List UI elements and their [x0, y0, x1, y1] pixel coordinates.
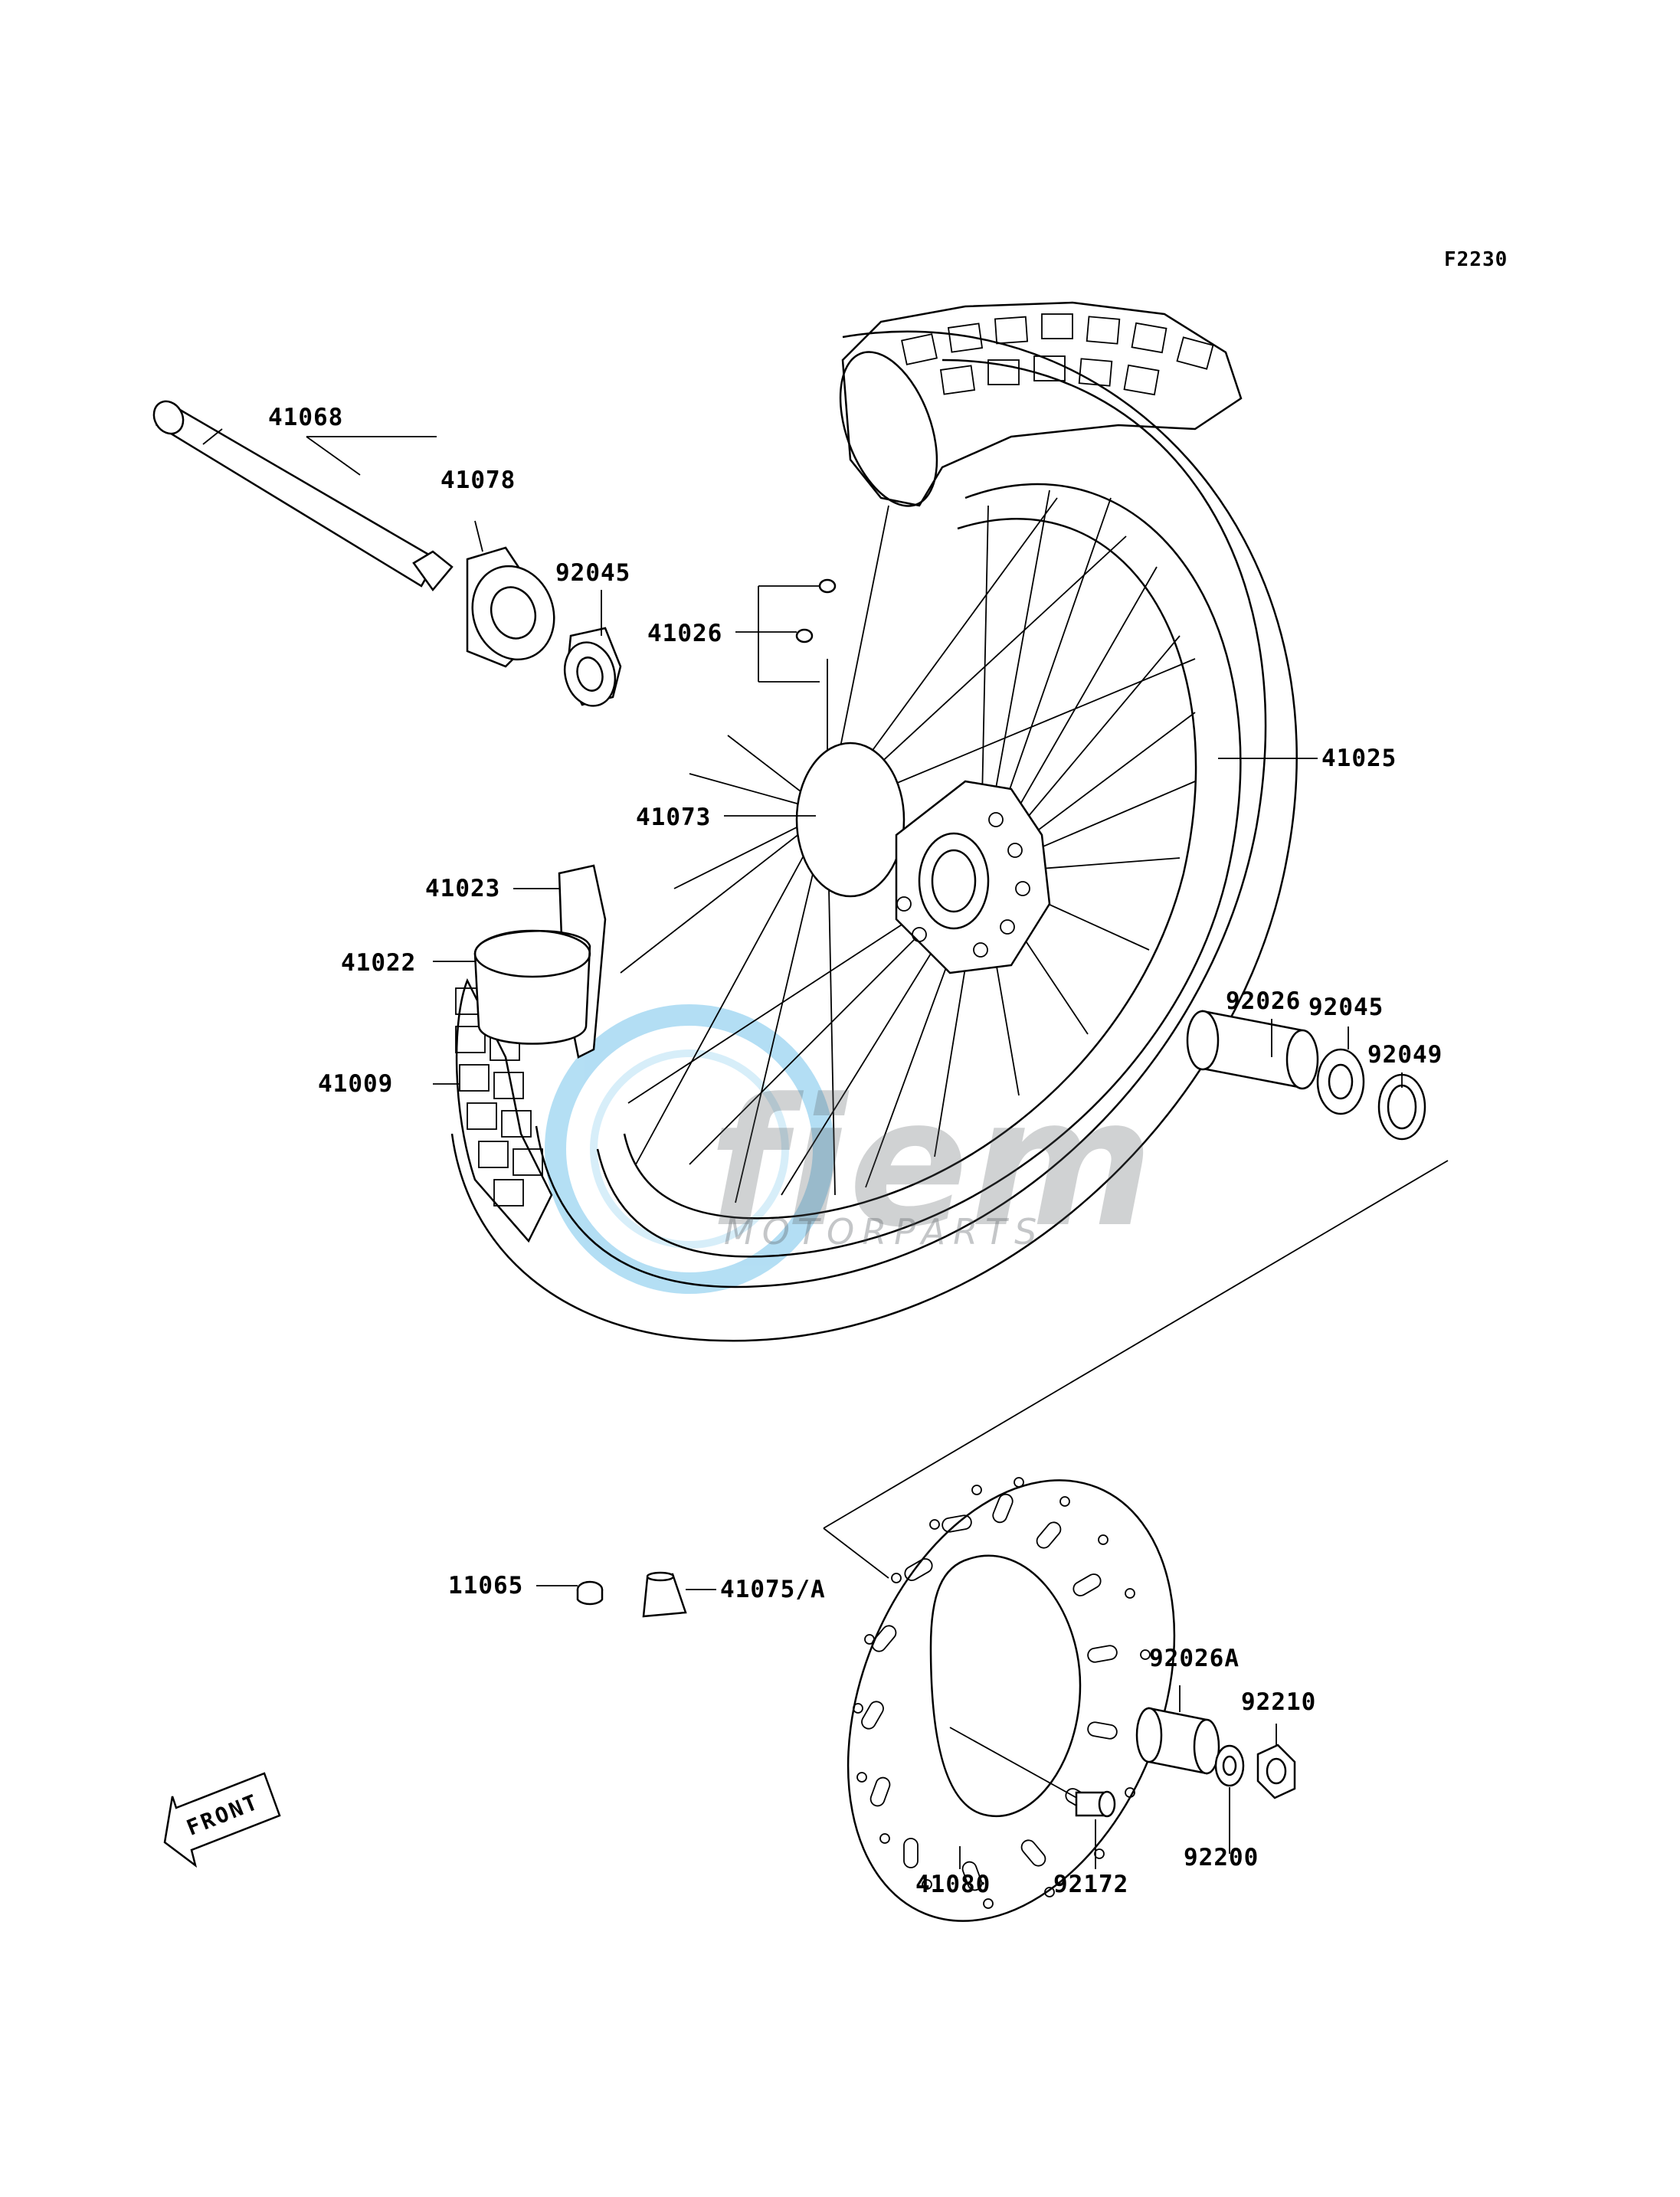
part-label-41073[interactable]: 41073 — [636, 804, 712, 831]
washer-92200[interactable] — [1214, 1744, 1245, 1787]
part-label-41025[interactable]: 41025 — [1321, 745, 1397, 772]
part-label-41068[interactable]: 41068 — [268, 404, 344, 431]
explode-guide-lines — [823, 1160, 1449, 1579]
bearing-92045-a[interactable] — [558, 627, 622, 712]
front-arrow-icon — [163, 1772, 281, 1868]
valve-cap-11065[interactable] — [576, 1580, 604, 1606]
collar-92026[interactable] — [1186, 1010, 1319, 1090]
part-label-92049[interactable]: 92049 — [1367, 1041, 1443, 1069]
bearing-92045-b[interactable] — [1316, 1048, 1365, 1115]
hub-41073[interactable] — [795, 742, 1051, 974]
rim-41025[interactable] — [596, 483, 1242, 1258]
part-label-41026[interactable]: 41026 — [647, 620, 723, 647]
part-label-92026[interactable]: 92026 — [1226, 987, 1302, 1015]
axle-41068[interactable] — [148, 396, 454, 592]
part-label-92026a[interactable]: 92026A — [1149, 1645, 1240, 1672]
part-label-41078[interactable]: 41078 — [440, 467, 516, 494]
rim-cap-41075a[interactable] — [642, 1571, 687, 1618]
brake-disc-41080[interactable] — [787, 1432, 1236, 1969]
part-label-92210[interactable]: 92210 — [1241, 1688, 1317, 1716]
part-label-92045-a[interactable]: 92045 — [555, 559, 631, 587]
part-label-41009[interactable]: 41009 — [318, 1070, 394, 1098]
part-label-41080[interactable]: 41080 — [915, 1871, 991, 1898]
dust-seal-41022[interactable] — [473, 929, 591, 1045]
part-label-92172[interactable]: 92172 — [1053, 1871, 1129, 1898]
part-label-41023[interactable]: 41023 — [425, 875, 501, 902]
spoke-nipples-41026[interactable] — [795, 578, 837, 643]
nut-92210[interactable] — [1256, 1744, 1296, 1799]
collar-92026a[interactable] — [1135, 1707, 1220, 1775]
part-label-92200[interactable]: 92200 — [1184, 1844, 1259, 1871]
part-label-92045-b[interactable]: 92045 — [1308, 994, 1384, 1021]
collar-41078[interactable] — [460, 546, 567, 671]
disc-bolt-92172[interactable] — [949, 1727, 1116, 1818]
part-label-41075a[interactable]: 41075/A — [720, 1576, 826, 1603]
part-label-41022[interactable]: 41022 — [341, 949, 417, 977]
figure-code: F2230 — [1444, 248, 1508, 271]
part-label-11065[interactable]: 11065 — [448, 1572, 524, 1599]
watermark-subtitle: MOTORPARTS — [724, 1211, 1045, 1252]
tire-41009[interactable] — [450, 301, 1298, 1342]
watermark-brand: fiem — [709, 1062, 1155, 1266]
leader-lines — [306, 436, 1403, 1869]
oil-seal-92049[interactable] — [1377, 1073, 1426, 1141]
